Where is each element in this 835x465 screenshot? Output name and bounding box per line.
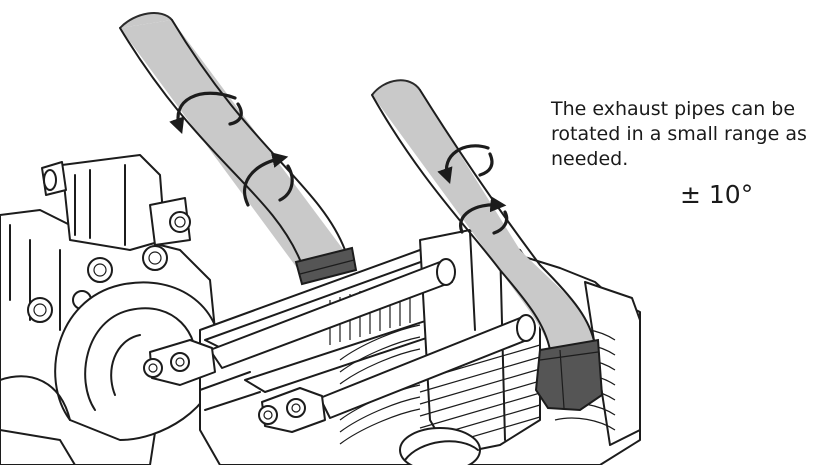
rotation-angle-label: ± 10°	[680, 180, 754, 209]
rotate-arrow-icon	[242, 152, 294, 207]
rotate-arrow-icon	[169, 91, 243, 135]
note-line-1: The exhaust pipes can be	[551, 98, 796, 120]
right-rocker-arm	[258, 314, 536, 433]
rotate-arrow-icon	[437, 144, 494, 185]
left-exhaust-pipe	[119, 12, 358, 286]
right-exhaust-pipe	[371, 79, 604, 412]
note-line-3: needed.	[551, 148, 629, 170]
engine-left-assembly	[0, 154, 222, 465]
note-line-2: rotated in a small range as	[551, 123, 807, 145]
left-rocker-arm	[143, 258, 456, 411]
rotate-arrow-icon	[459, 196, 509, 235]
exhaust-rotation-note: The exhaust pipes can be rotated in a sm…	[551, 97, 831, 172]
